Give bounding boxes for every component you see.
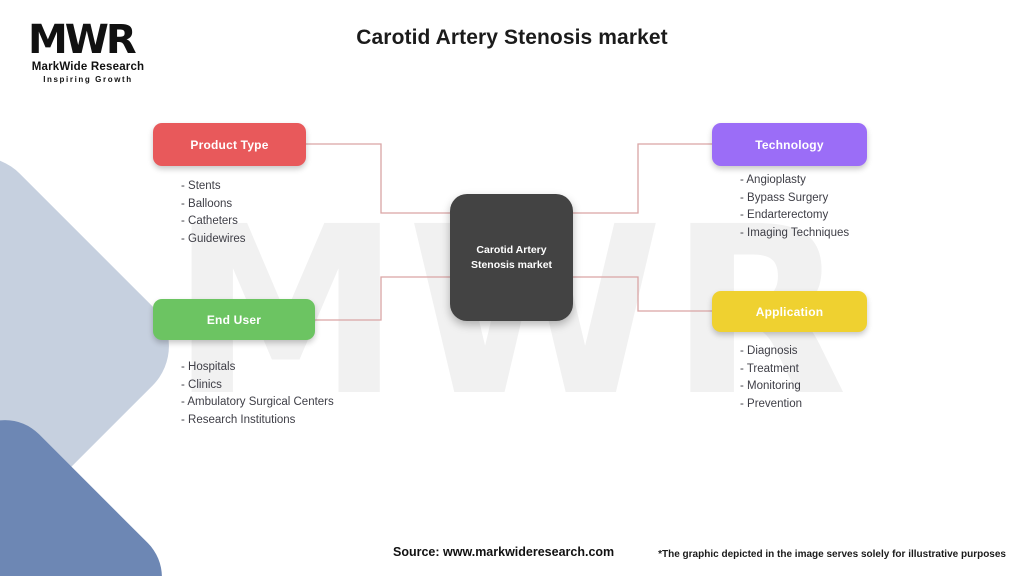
branch-node-application[interactable]: Application xyxy=(712,291,867,332)
connector-application xyxy=(573,276,712,312)
branch-items-product-type: - Stents - Balloons - Catheters - Guidew… xyxy=(181,178,246,248)
branch-items-application: - Diagnosis - Treatment - Monitoring - P… xyxy=(740,343,802,413)
branch-label-end-user: End User xyxy=(206,312,262,327)
page-title: Carotid Artery Stenosis market xyxy=(356,26,668,49)
connector-product xyxy=(306,143,450,214)
branch-items-end-user: - Hospitals - Clinics - Ambulatory Surgi… xyxy=(181,359,334,429)
list-item: - Endarterectomy xyxy=(740,209,829,221)
branch-label-product-type: Product Type xyxy=(190,137,269,152)
logo-company-name: MarkWide Research xyxy=(31,61,145,73)
list-item: - Clinics xyxy=(181,378,222,391)
connector-technology xyxy=(573,143,712,214)
list-item: - Imaging Techniques xyxy=(740,226,850,239)
center-hub-label: Carotid Artery Stenosis market xyxy=(470,244,553,271)
source-attribution: Source: www.markwideresearch.com xyxy=(393,545,615,559)
branch-label-technology: Technology xyxy=(755,137,824,152)
list-item: - Bypass Surgery xyxy=(740,191,829,204)
list-item: - Angioplasty xyxy=(740,174,806,186)
list-item: - Diagnosis xyxy=(740,345,798,357)
branch-node-technology[interactable]: Technology xyxy=(712,123,867,166)
list-item: - Treatment xyxy=(740,362,799,375)
list-item: - Hospitals xyxy=(181,361,236,373)
list-item: - Guidewires xyxy=(181,232,246,245)
list-item: - Monitoring xyxy=(740,380,801,392)
list-item: - Prevention xyxy=(740,397,803,410)
center-hub-node[interactable]: Carotid Artery Stenosis market xyxy=(450,194,573,321)
list-item: - Ambulatory Surgical Centers xyxy=(181,396,334,408)
logo-tagline: Inspiring Growth xyxy=(43,75,133,84)
branch-items-technology: - Angioplasty - Bypass Surgery - Endarte… xyxy=(740,172,849,242)
list-item: - Catheters xyxy=(181,215,238,227)
disclaimer-note: *The graphic depicted in the image serve… xyxy=(658,549,1006,560)
brand-logo: MWR MarkWide Research Inspiring Growth xyxy=(18,20,198,84)
logo-mark-icon: MWR xyxy=(28,17,137,63)
branch-node-end-user[interactable]: End User xyxy=(153,299,315,340)
list-item: - Research Institutions xyxy=(181,413,296,426)
connector-enduser xyxy=(315,276,450,321)
branch-label-application: Application xyxy=(755,304,824,319)
list-item: - Stents xyxy=(181,180,221,192)
branch-node-product-type[interactable]: Product Type xyxy=(153,123,306,166)
list-item: - Balloons xyxy=(181,197,233,210)
